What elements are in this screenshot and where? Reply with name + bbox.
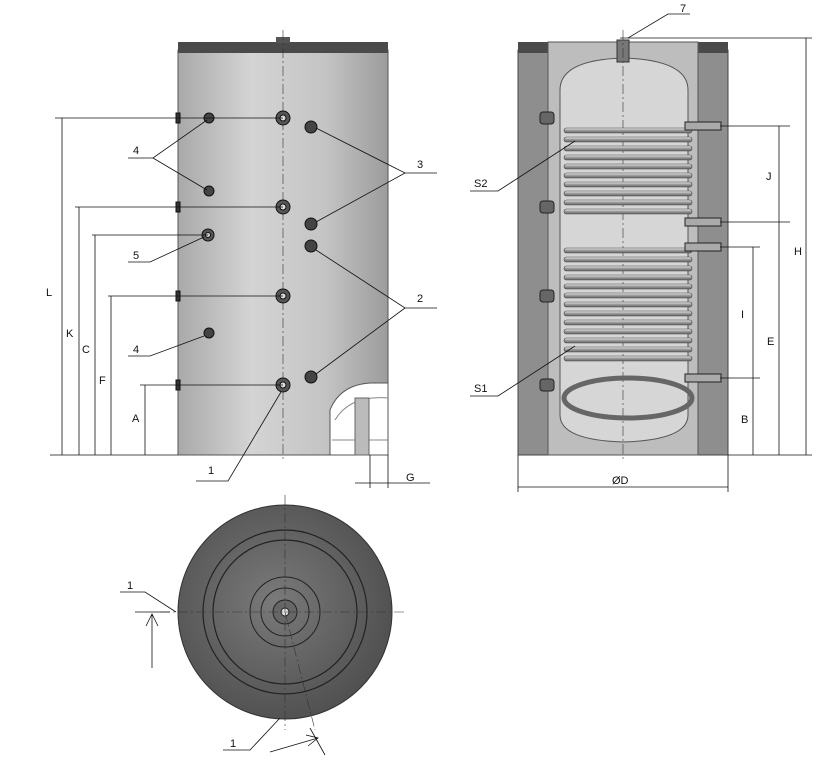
section-dimensions (517, 37, 812, 492)
dim-F: F (99, 375, 106, 387)
callout-1-bottom: 1 (230, 738, 236, 750)
section-view: J H I E B ØD 7 S2 S1 (470, 3, 812, 492)
dim-B: B (741, 414, 748, 426)
tank-cap (178, 42, 388, 53)
dim-G: G (406, 472, 415, 484)
dim-H: H (794, 246, 802, 258)
dim-J: J (766, 171, 772, 183)
dim-I: I (741, 309, 744, 321)
coil-lower (561, 247, 695, 421)
callout-3: 3 (417, 159, 423, 171)
callout-4-top: 4 (133, 145, 139, 157)
dim-E: E (767, 336, 774, 348)
coil-upper (563, 127, 693, 215)
callout-S2: S2 (474, 178, 487, 190)
top-view: 1 1 (120, 495, 405, 756)
callout-4-bottom: 4 (133, 344, 139, 356)
front-leaders (128, 119, 437, 482)
section-connections (539, 111, 722, 392)
callout-1-left: 1 (127, 580, 133, 592)
top-leaders (120, 591, 326, 756)
callout-S1: S1 (474, 383, 487, 395)
dim-A: A (132, 413, 140, 425)
section-leaders (470, 13, 690, 397)
front-view: L K C F A G 4 3 5 2 4 1 (46, 30, 437, 488)
front-dimensions (50, 117, 430, 488)
callout-1: 1 (208, 465, 214, 477)
dim-K: K (66, 328, 74, 340)
dim-D: ØD (612, 475, 629, 487)
callout-5: 5 (133, 250, 139, 262)
callout-2: 2 (417, 293, 423, 305)
callout-7: 7 (680, 3, 686, 15)
dim-C: C (82, 344, 90, 356)
dim-L: L (46, 287, 52, 299)
